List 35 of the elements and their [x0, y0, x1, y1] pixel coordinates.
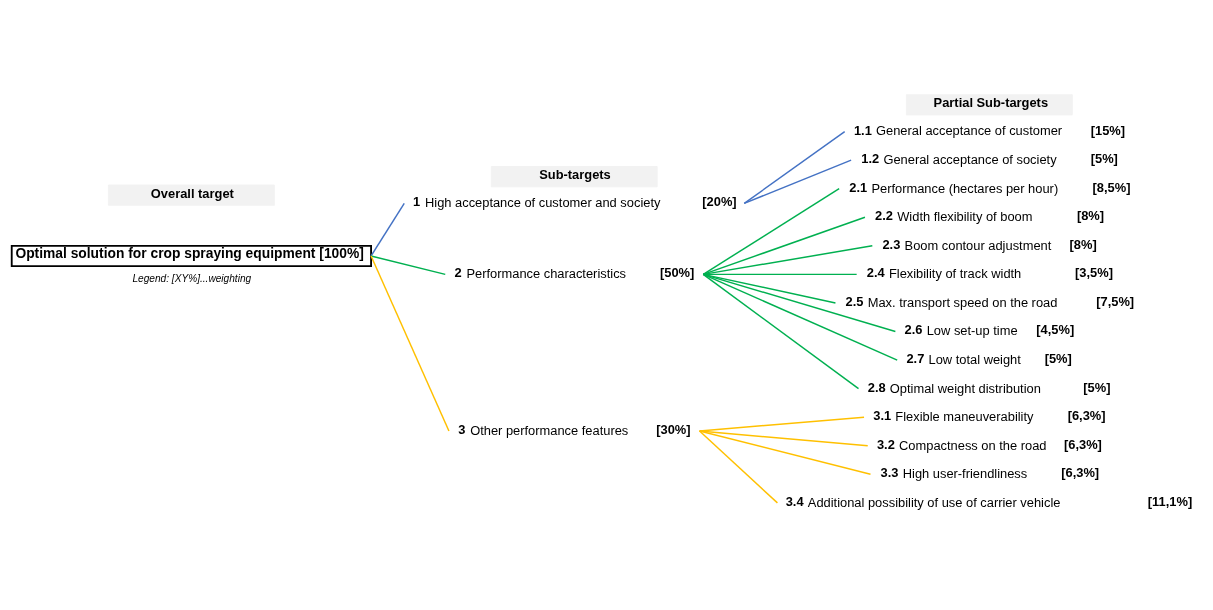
node-text: 2.4 Flexibility of track width [3,5%] [866, 265, 1113, 282]
node-text: 2.3 Boom contour adjustment [8%] [882, 236, 1097, 253]
connector [743, 159, 852, 205]
node-text: 2.8 Optimal weight distribution [5%] [867, 379, 1111, 396]
node-text: 2.1 Performance (hectares per hour) [8,5%] [849, 179, 1131, 196]
node-text: 3.2 Compactness on the road [6,3%] [876, 436, 1102, 453]
node-text: 1.1 General acceptance of customer [15%] [853, 122, 1126, 139]
connector [702, 273, 860, 390]
node-text: 2.6 Low set-up time [4,5%] [904, 322, 1075, 339]
label: Sub-targets [539, 167, 611, 183]
node-text: 1 High acceptance of customer and society [20%] [413, 194, 737, 211]
node-box: Optimal solution for crop spraying equipment [100%] [10, 244, 372, 267]
connector [370, 255, 446, 276]
connector [702, 216, 866, 276]
connector [743, 130, 846, 205]
node-text: 2.2 Width flexibility of boom [8%] [875, 208, 1105, 225]
node-text: 1.2 General acceptance of society [5%] [861, 151, 1118, 167]
node-text: 2 Performance characteristics [50%] [454, 265, 695, 282]
label: Overall target [150, 185, 234, 201]
connector [702, 187, 840, 276]
connector [370, 255, 450, 432]
connector [702, 273, 897, 333]
label: Partial Sub-targets [933, 95, 1049, 111]
connector [370, 202, 405, 257]
node-text: 2.5 Max. transport speed on the road [7,5%] [845, 293, 1135, 310]
node-text: 3.4 Additional possibility of use of carrier vehicle [11,1%] [785, 493, 1193, 510]
connector [698, 430, 872, 476]
node-text: 3.1 Flexible maneuverability [6,3%] [873, 408, 1106, 425]
node-text: 3 Other performance features [30%] [458, 421, 691, 438]
node-text: 2.7 Low total weight [5%] [906, 351, 1072, 367]
connector [702, 273, 898, 361]
node-text: 3.3 High user-friendliness [6,3%] [880, 465, 1100, 482]
connector [698, 430, 779, 504]
connector [698, 430, 869, 447]
connector [702, 245, 874, 276]
